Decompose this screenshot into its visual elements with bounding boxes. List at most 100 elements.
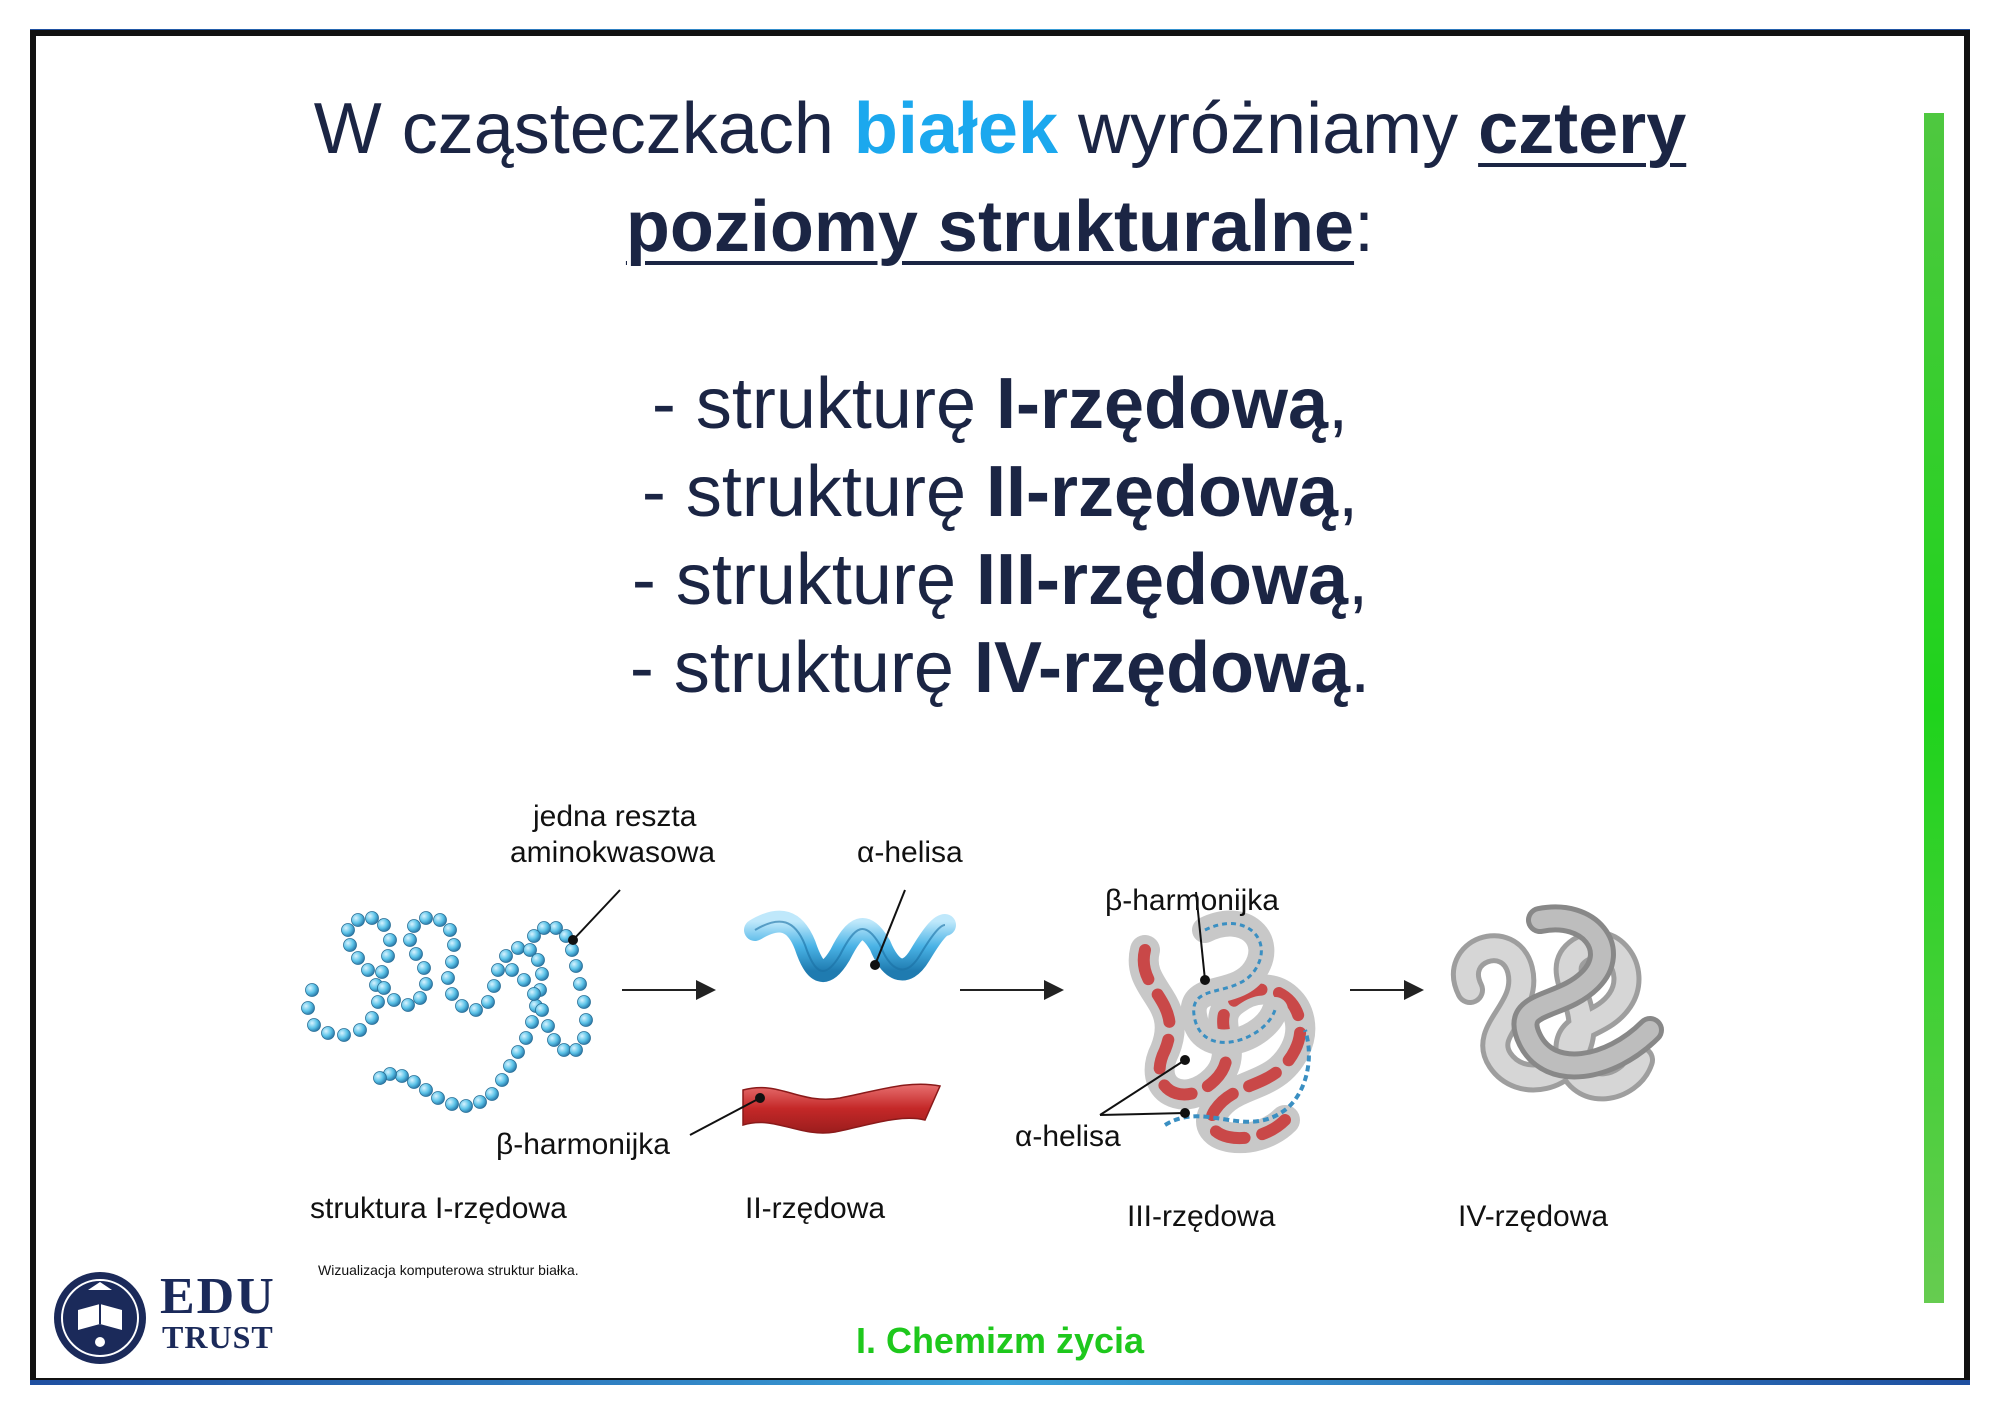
bottom-accent-line bbox=[30, 1380, 1970, 1385]
amino-acid-bead bbox=[503, 1059, 517, 1073]
amino-acid-bead bbox=[419, 977, 433, 991]
amino-acid-bead bbox=[459, 1099, 473, 1113]
pointer-dot bbox=[1200, 975, 1210, 985]
list-item: - strukturę II-rzędową, bbox=[641, 452, 1359, 532]
amino-acid-bead bbox=[541, 1019, 555, 1033]
amino-acid-bead bbox=[531, 953, 545, 967]
amino-acid-bead bbox=[485, 1087, 499, 1101]
label-beta-sheet-tertiary: β-harmonijka bbox=[1105, 884, 1279, 917]
amino-acid-bead bbox=[419, 1083, 433, 1097]
pointer-dot bbox=[870, 960, 880, 970]
amino-acid-bead bbox=[445, 987, 459, 1001]
amino-acid-bead bbox=[547, 1033, 561, 1047]
amino-acid-bead bbox=[401, 998, 415, 1012]
amino-acid-bead bbox=[577, 995, 591, 1009]
amino-acid-bead bbox=[447, 938, 461, 952]
pointer-dot bbox=[1180, 1055, 1190, 1065]
amino-acid-chain bbox=[301, 911, 593, 1113]
amino-acid-bead bbox=[381, 949, 395, 963]
pointer-dot bbox=[1180, 1108, 1190, 1118]
amino-acid-bead bbox=[473, 1095, 487, 1109]
caption-quaternary: IV-rzędowa bbox=[1458, 1200, 1609, 1233]
amino-acid-bead bbox=[353, 1023, 367, 1037]
amino-acid-bead bbox=[537, 921, 551, 935]
pointer-residue bbox=[572, 889, 621, 941]
amino-acid-bead bbox=[577, 1031, 591, 1045]
amino-acid-bead bbox=[511, 1045, 525, 1059]
amino-acid-bead bbox=[511, 941, 525, 955]
title-underline-1: cztery bbox=[1478, 89, 1687, 169]
pointer-alpha-tertiary-1 bbox=[1099, 1059, 1186, 1116]
amino-acid-bead bbox=[445, 1097, 459, 1111]
pointer-alpha-tertiary-2 bbox=[1099, 1112, 1186, 1116]
amino-acid-bead bbox=[407, 1075, 421, 1089]
label-residue-line2: aminokwasowa bbox=[510, 836, 716, 869]
caption-secondary: II-rzędowa bbox=[745, 1192, 886, 1225]
image-source-note: Wizualizacja komputerowa struktur białka… bbox=[318, 1262, 579, 1278]
amino-acid-bead bbox=[377, 981, 391, 995]
label-residue-line1: jedna reszta bbox=[533, 800, 697, 833]
pointer-beta-tertiary bbox=[1195, 891, 1206, 981]
amino-acid-bead bbox=[517, 973, 531, 987]
amino-acid-bead bbox=[569, 1043, 583, 1057]
quaternary-structure bbox=[1451, 904, 1664, 1102]
amino-acid-bead bbox=[351, 951, 365, 965]
amino-acid-bead bbox=[433, 913, 447, 927]
amino-acid-bead bbox=[557, 1043, 571, 1057]
list-item: - strukturę IV-rzędową. bbox=[629, 628, 1371, 708]
amino-acid-bead bbox=[375, 965, 389, 979]
amino-acid-bead bbox=[301, 1001, 315, 1015]
protein-structure-diagram bbox=[301, 889, 1664, 1154]
caption-primary: struktura I-rzędowa bbox=[310, 1192, 567, 1225]
amino-acid-bead bbox=[395, 1069, 409, 1083]
amino-acid-bead bbox=[377, 918, 391, 932]
pointer-alpha-top bbox=[874, 889, 906, 966]
amino-acid-bead bbox=[443, 923, 457, 937]
amino-acid-bead bbox=[321, 1026, 335, 1040]
amino-acid-bead bbox=[527, 987, 541, 1001]
edu-trust-logo-text: EDU TRUST bbox=[160, 1268, 276, 1355]
pointer-beta-left bbox=[689, 1097, 761, 1136]
amino-acid-bead bbox=[549, 921, 563, 935]
amino-acid-bead bbox=[351, 913, 365, 927]
amino-acid-bead bbox=[365, 911, 379, 925]
amino-acid-bead bbox=[343, 938, 357, 952]
logo-line-2: TRUST bbox=[162, 1319, 274, 1355]
title-part2: wyróżniamy bbox=[1058, 89, 1479, 169]
amino-acid-bead bbox=[307, 1018, 321, 1032]
pointer-dot bbox=[755, 1093, 765, 1103]
amino-acid-bead bbox=[431, 1091, 445, 1105]
amino-acid-bead bbox=[441, 971, 455, 985]
amino-acid-bead bbox=[525, 1015, 539, 1029]
amino-acid-bead bbox=[373, 1071, 387, 1085]
title-underline-2: poziomy strukturalne bbox=[625, 187, 1355, 267]
footer-chapter: I. Chemizm życia bbox=[855, 1320, 1145, 1361]
alpha-helix-ribbon bbox=[744, 910, 956, 982]
amino-acid-bead bbox=[469, 1003, 483, 1017]
amino-acid-bead bbox=[403, 933, 417, 947]
amino-acid-bead bbox=[409, 947, 423, 961]
amino-acid-bead bbox=[361, 963, 375, 977]
amino-acid-bead bbox=[491, 963, 505, 977]
amino-acid-bead bbox=[527, 929, 541, 943]
amino-acid-bead bbox=[371, 995, 385, 1009]
logo-line-1: EDU bbox=[160, 1268, 276, 1325]
label-beta-sheet-left: β-harmonijka bbox=[496, 1128, 670, 1161]
title-part1: W cząsteczkach bbox=[313, 89, 854, 169]
amino-acid-bead bbox=[445, 955, 459, 969]
amino-acid-bead bbox=[573, 977, 587, 991]
amino-acid-bead bbox=[535, 1003, 549, 1017]
edu-trust-logo-emblem bbox=[54, 1272, 146, 1364]
label-alpha-helix-top: α-helisa bbox=[857, 836, 963, 869]
amino-acid-bead bbox=[365, 1011, 379, 1025]
amino-acid-bead bbox=[565, 943, 579, 957]
list-item: - strukturę III-rzędową, bbox=[631, 540, 1369, 620]
list-item: - strukturę I-rzędową, bbox=[651, 364, 1349, 444]
amino-acid-bead bbox=[455, 999, 469, 1013]
label-alpha-helix-tertiary: α-helisa bbox=[1015, 1120, 1121, 1153]
amino-acid-bead bbox=[495, 1073, 509, 1087]
amino-acid-bead bbox=[569, 959, 583, 973]
title-highlight: białek bbox=[853, 89, 1059, 169]
title-colon: : bbox=[1354, 187, 1375, 267]
amino-acid-bead bbox=[519, 1031, 533, 1045]
